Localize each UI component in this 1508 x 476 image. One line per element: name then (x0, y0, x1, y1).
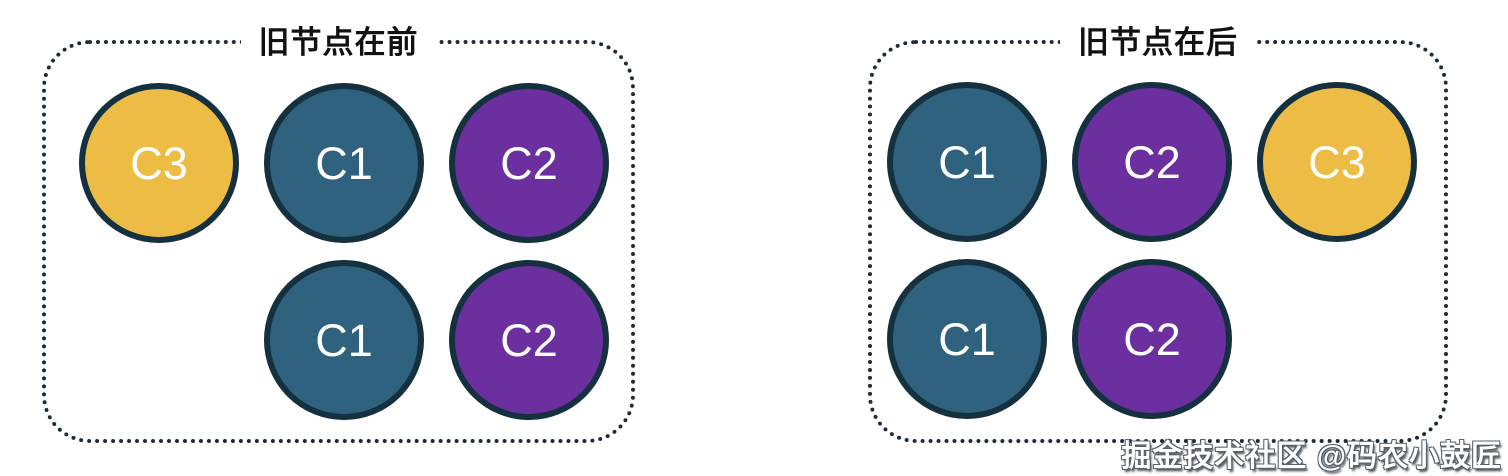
panel-title-old-nodes-last: 旧节点在后 (1060, 23, 1256, 63)
empty-grid-cell (1257, 259, 1417, 419)
node-circle-c3: C3 (1257, 82, 1417, 242)
node-circle-c2: C2 (1072, 259, 1232, 419)
watermark-text: 掘金技术社区 @码农小鼓匠 (1121, 440, 1502, 473)
node-circle-c2: C2 (1072, 82, 1232, 242)
node-circle-c3: C3 (79, 83, 239, 243)
node-circle-c2: C2 (449, 260, 609, 420)
node-circle-c1: C1 (264, 83, 424, 243)
panel-title-old-nodes-first: 旧节点在前 (240, 23, 437, 63)
node-circle-c1: C1 (264, 260, 424, 420)
node-circle-c1: C1 (887, 259, 1047, 419)
empty-grid-cell (79, 260, 239, 420)
node-circle-c2: C2 (449, 83, 609, 243)
node-circle-c1: C1 (887, 82, 1047, 242)
